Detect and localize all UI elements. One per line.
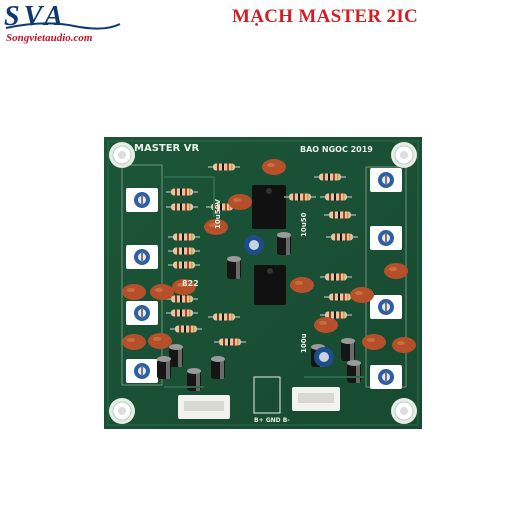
sva-logo: SVA Songvietaudio.com [4, 2, 122, 48]
label-100u: 100u [300, 333, 308, 353]
board-label-master-vr: MASTER VR [134, 143, 200, 154]
board-label-author: BAO NGOC 2019 [300, 145, 373, 154]
label-822: 822 [182, 279, 199, 288]
pcb-illustration [104, 137, 422, 429]
logo-swoosh [5, 22, 121, 30]
power-connector-label: B+ GND B- [254, 417, 290, 424]
pcb-board: MASTER VR BAO NGOC 2019 10u50V 10u50 822… [104, 137, 422, 429]
logo-website: Songvietaudio.com [6, 32, 93, 44]
page-title: MẠCH MASTER 2IC [232, 6, 419, 27]
cap-label-left: 10u50V [214, 199, 222, 229]
cap-label-right: 10u50 [300, 212, 308, 237]
